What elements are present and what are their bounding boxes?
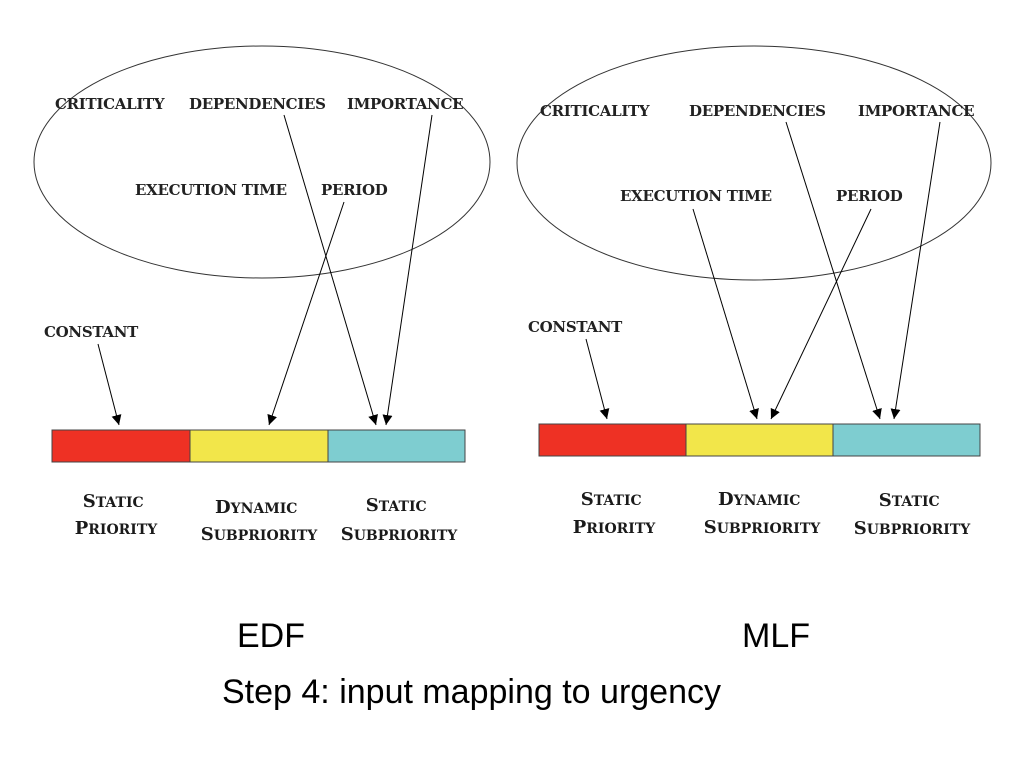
edf-dynamic-subpriority-line2-rest: UBPRIORITY: [214, 528, 319, 544]
mlf-static-priority-line2-initial: P: [573, 517, 587, 538]
edf-caption: EDF: [237, 617, 305, 655]
edf-dynamic-subpriority-line1-rest: YNAMIC: [230, 501, 298, 517]
edf-dynamic-subpriority-segment: [189, 429, 329, 463]
edf-dynamic-subpriority-line1-initial: D: [215, 497, 231, 518]
mlf-attributes-ellipse: [516, 45, 992, 281]
edf-static-subpriority-segment: [327, 429, 466, 463]
mlf-execution-time-label: EXECUTION TIME: [620, 187, 772, 205]
mlf-dependencies-label: DEPENDENCIES: [689, 102, 826, 120]
mlf-importance-label: IMPORTANCE: [858, 102, 974, 120]
edf-static-priority-line2-initial: P: [75, 518, 89, 539]
edf-static-priority-line1-initial: S: [83, 491, 96, 512]
edf-period-label: PERIOD: [321, 181, 388, 199]
mlf-constant-label: CONSTANT: [528, 318, 623, 336]
mlf-static-subpriority-line2-initial: S: [854, 518, 867, 539]
mlf-static-priority-line2-rest: RIORITY: [586, 521, 656, 537]
mlf-constant-arrow: [585, 338, 610, 420]
edf-period-arrow: [267, 201, 345, 426]
edf-criticality-label: CRITICALITY: [55, 95, 165, 113]
mlf-period-label: PERIOD: [836, 187, 903, 205]
edf-static-subpriority-line1-initial: S: [366, 495, 379, 516]
edf-static-subpriority-line2-rest: UBPRIORITY: [354, 528, 459, 544]
mlf-static-subpriority-line1-initial: S: [879, 490, 892, 511]
edf-static-subpriority-line2-initial: S: [341, 524, 354, 545]
mlf-dynamic-subpriority-line2-initial: S: [704, 517, 717, 538]
edf-static-priority-line1-rest: TATIC: [96, 495, 144, 511]
mlf-importance-arrow: [890, 121, 941, 420]
edf-dynamic-subpriority-line2-initial: S: [201, 524, 214, 545]
mlf-static-subpriority-line1-rest: TATIC: [892, 494, 940, 510]
edf-constant-arrow: [97, 343, 122, 426]
mlf-static-priority-line1-rest: TATIC: [594, 493, 642, 509]
mlf-static-subpriority-label: STATIC SUBPRIORITY: [854, 490, 972, 539]
mlf-caption: MLF: [742, 617, 810, 655]
mlf-static-subpriority-line2-rest: UBPRIORITY: [867, 522, 972, 538]
edf-static-subpriority-line1-rest: TATIC: [379, 499, 427, 515]
edf-constant-label: CONSTANT: [44, 323, 139, 341]
mlf-dynamic-subpriority-segment: [685, 423, 834, 457]
edf-static-priority-segment: [51, 429, 191, 463]
mlf-static-priority-segment: [538, 423, 687, 457]
mlf-dynamic-subpriority-line1-initial: D: [718, 489, 734, 510]
edf-importance-arrow: [382, 114, 433, 426]
mlf-static-priority-label: STATIC PRIORITY: [573, 489, 657, 538]
edf-dynamic-subpriority-label: DYNAMIC SUBPRIORITY: [201, 497, 319, 545]
edf-diagram: CRITICALITY DEPENDENCIES IMPORTANCE EXEC…: [33, 45, 491, 545]
mlf-criticality-label: CRITICALITY: [540, 102, 650, 120]
mlf-dependencies-arrow: [785, 121, 882, 420]
mlf-dynamic-subpriority-line1-rest: YNAMIC: [733, 493, 801, 509]
mlf-diagram: CRITICALITY DEPENDENCIES IMPORTANCE EXEC…: [516, 45, 992, 539]
edf-static-priority-label: STATIC PRIORITY: [75, 491, 159, 539]
mlf-static-subpriority-segment: [832, 423, 981, 457]
edf-dependencies-label: DEPENDENCIES: [189, 95, 326, 113]
edf-static-priority-line2-rest: RIORITY: [88, 522, 158, 538]
edf-static-subpriority-label: STATIC SUBPRIORITY: [341, 495, 459, 545]
mlf-static-priority-line1-initial: S: [581, 489, 594, 510]
edf-execution-time-label: EXECUTION TIME: [135, 181, 287, 199]
edf-attributes-ellipse: [33, 45, 491, 279]
mlf-dynamic-subpriority-label: DYNAMIC SUBPRIORITY: [704, 489, 822, 538]
mlf-execution-time-arrow: [692, 208, 759, 420]
mlf-period-arrow: [770, 208, 872, 420]
edf-importance-label: IMPORTANCE: [347, 95, 463, 113]
mlf-dynamic-subpriority-line2-rest: UBPRIORITY: [717, 521, 822, 537]
edf-dependencies-arrow: [283, 114, 378, 426]
slide-subtitle: Step 4: input mapping to urgency: [222, 673, 721, 711]
